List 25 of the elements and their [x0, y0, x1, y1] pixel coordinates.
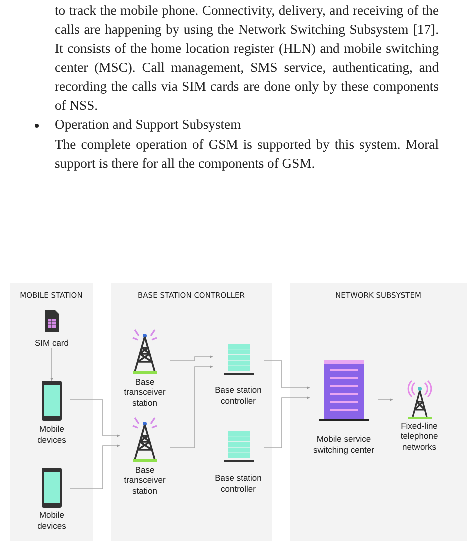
- paragraph: The complete operation of GSM is supported by this system. Moral support is there for all the components of GSM.: [55, 136, 439, 173]
- connector-arrow: [170, 355, 214, 362]
- group-panel: [10, 283, 93, 541]
- node-label: SIM card: [34, 338, 70, 348]
- connector-arrow: [70, 400, 120, 438]
- connector-arrow: [70, 444, 120, 490]
- node-label: Mobile service switching center: [312, 434, 376, 455]
- node-label: Base station controller: [214, 473, 263, 494]
- component-node: [213, 344, 264, 406]
- connector-arrow: [378, 398, 394, 402]
- bullet-heading: Operation and Support Subsystem: [55, 116, 242, 134]
- connector-arrow: [170, 365, 214, 448]
- component-node: [213, 431, 264, 494]
- node-label: Base transceiver station: [123, 376, 167, 408]
- node-label: Base station controller: [214, 385, 263, 406]
- connector-arrow: [264, 360, 310, 390]
- group-panel: [111, 283, 272, 541]
- group-panel: [290, 283, 467, 541]
- node-label: Mobile devices: [36, 510, 68, 531]
- connector-arrow: [264, 396, 310, 448]
- paragraph: to track the mobile phone. Connectivity, delivery, and receiving of the calls are happening by using the Network Switching Subsystem [17]. It consists of the home location register (HLN) and mobile switching center (MSC). Call management, SMS service, authenticating, and recording the calls via SIM cards are done only by these components of NSS.: [55, 2, 439, 115]
- connector-arrow: [50, 348, 54, 382]
- node-label: Fixed-line telephone networks: [400, 420, 440, 452]
- node-label: Mobile devices: [36, 424, 68, 445]
- node-label: Base transceiver station: [123, 464, 167, 496]
